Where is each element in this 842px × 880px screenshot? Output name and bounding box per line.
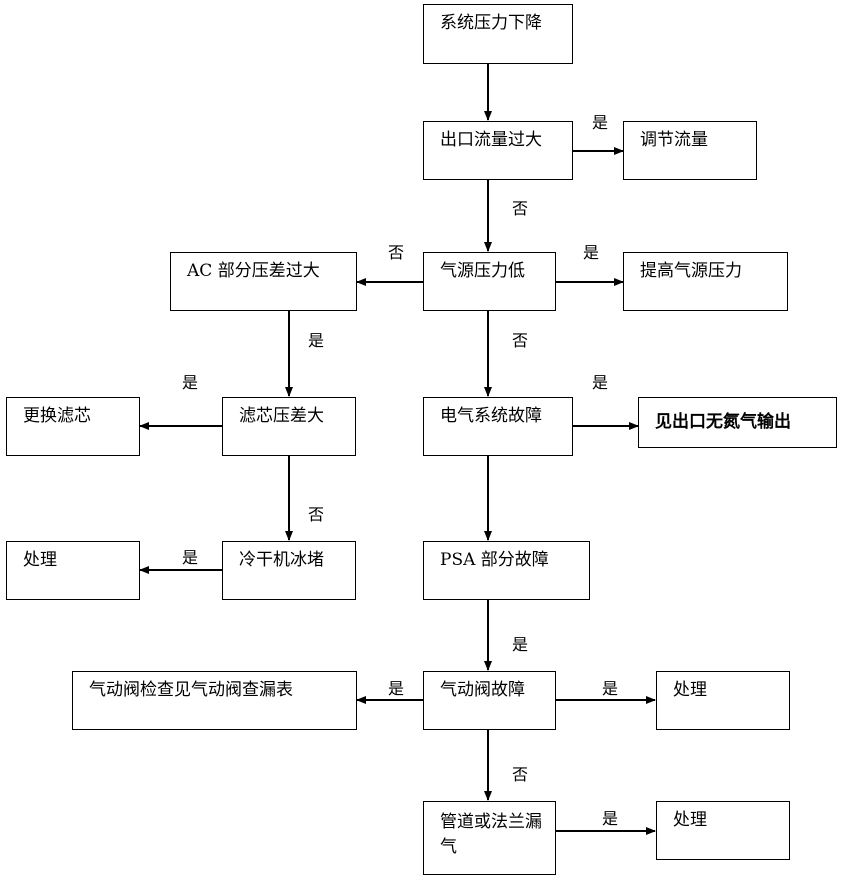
node-handle-1: 处理 <box>6 541 140 600</box>
label-yes: 是 <box>602 679 619 698</box>
label-yes: 是 <box>592 113 609 132</box>
label-yes: 是 <box>182 373 199 392</box>
label-yes: 是 <box>583 243 600 262</box>
node-adjust-flow: 调节流量 <box>623 121 757 180</box>
node-handle-2: 处理 <box>656 671 790 730</box>
node-replace-filter: 更换滤芯 <box>6 397 140 456</box>
label-yes: 是 <box>592 373 609 392</box>
node-low-supply-pressure: 气源压力低 <box>423 252 556 311</box>
label-yes: 是 <box>602 809 619 828</box>
node-dryer-ice-block: 冷干机冰堵 <box>222 541 356 600</box>
node-no-nitrogen-output: 见出口无氮气输出 <box>638 397 837 448</box>
node-ac-diff-pressure-high: AC 部分压差过大 <box>170 252 357 311</box>
label-yes: 是 <box>388 679 405 698</box>
node-filter-diff-pressure-high: 滤芯压差大 <box>222 397 356 456</box>
label-no: 否 <box>512 331 529 350</box>
node-raise-supply-pressure: 提高气源压力 <box>623 252 788 311</box>
node-pipe-flange-leak: 管道或法兰漏气 <box>423 801 556 875</box>
label-yes: 是 <box>512 635 529 654</box>
node-valve-check: 气动阀检查见气动阀查漏表 <box>72 671 357 730</box>
node-handle-3: 处理 <box>656 801 790 860</box>
node-outlet-flow-too-high: 出口流量过大 <box>423 121 573 180</box>
node-electrical-fault: 电气系统故障 <box>423 397 573 456</box>
label-no: 否 <box>512 199 529 218</box>
node-pneumatic-valve-fault: 气动阀故障 <box>423 671 556 730</box>
label-yes: 是 <box>182 548 199 567</box>
node-psa-fault: PSA 部分故障 <box>423 541 590 600</box>
node-system-pressure-drop: 系统压力下降 <box>423 4 573 64</box>
label-no: 否 <box>512 765 529 784</box>
label-no: 否 <box>308 505 325 524</box>
label-yes: 是 <box>308 331 325 350</box>
label-no: 否 <box>388 243 405 262</box>
